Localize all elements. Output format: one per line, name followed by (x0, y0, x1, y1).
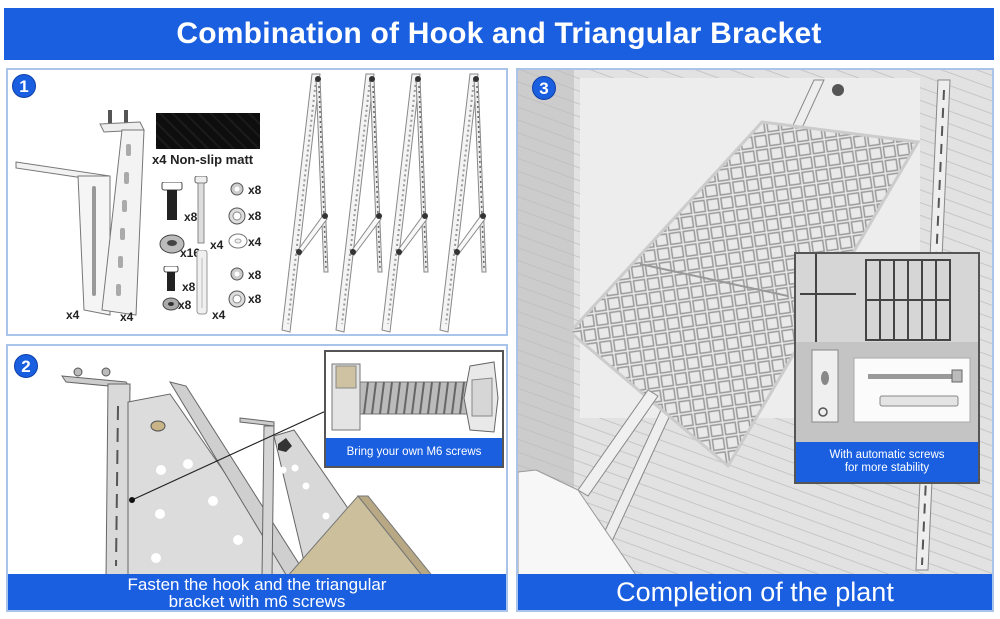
washer-5-qty: x8 (248, 292, 262, 306)
hex-bolt-icon (161, 182, 183, 220)
large-washer-icon (228, 233, 248, 249)
lock-washer-icon (230, 267, 244, 281)
step-badge-3: 3 (532, 76, 556, 100)
automatic-screws-inset: With automatic screws for more stability (794, 252, 980, 484)
automatic-screws-illustration (796, 254, 978, 444)
panel-step-1-parts: 1 x4 x4 x4 Non-slip matt x8 x16 (6, 68, 508, 336)
step-badge-1: 1 (12, 74, 36, 98)
panel-step-3-completion: 3 (516, 68, 994, 612)
long-screw-qty: x4 (210, 238, 224, 252)
washer-4-qty: x8 (248, 268, 262, 282)
washer-2-qty: x8 (248, 209, 262, 223)
small-bolt-icon (163, 266, 179, 291)
slotted-bracket-qty: x4 (120, 310, 134, 324)
automatic-screws-caption-line-2: for more stability (844, 462, 930, 474)
m6-bolt-icon (331, 361, 499, 433)
long-screw-icon (194, 176, 208, 244)
l-hook-bracket-icon (15, 161, 111, 316)
step-2-caption-line-2: bracket with m6 screws (168, 592, 346, 611)
slotted-bracket-icon (99, 110, 145, 316)
washer-1-qty: x8 (248, 183, 262, 197)
hook-bracket-assembly-illustration (61, 367, 435, 578)
washer-3-qty: x4 (248, 235, 262, 249)
step-badge-2: 2 (14, 354, 38, 378)
flat-washer-icon (228, 290, 246, 308)
automatic-screws-caption: With automatic screws for more stability (796, 442, 978, 482)
wall-plug-icon (196, 250, 208, 315)
step-2-caption-line-1: Fasten the hook and the triangular (127, 575, 387, 594)
hook-bracket-qty: x4 (66, 308, 80, 322)
automatic-screws-caption-line-1: With automatic screws (829, 449, 945, 461)
flange-nut-icon (159, 234, 185, 254)
triangular-brackets-illustration (281, 73, 487, 333)
step-3-caption: Completion of the plant (518, 574, 992, 610)
m6-screw-inset: Bring your own M6 screws (324, 350, 504, 468)
non-slip-mat-label: x4 Non-slip matt (152, 152, 254, 167)
installed-solar-panel-illustration (518, 70, 992, 578)
small-nut-icon (162, 297, 180, 311)
flange-nut-qty: x16 (180, 246, 201, 260)
wall-plug-qty: x4 (212, 308, 226, 322)
flat-washer-icon (228, 207, 246, 225)
panel-step-2-fastening: 2 (6, 344, 508, 612)
step-2-caption: Fasten the hook and the triangular brack… (8, 574, 506, 610)
m6-screw-caption: Bring your own M6 screws (326, 438, 502, 466)
non-slip-mat-image (156, 113, 260, 149)
small-nut-qty: x8 (178, 298, 192, 312)
hex-bolt-qty: x8 (184, 210, 198, 224)
lock-washer-icon (230, 182, 244, 196)
small-bolt-qty: x8 (182, 280, 196, 294)
page-title: Combination of Hook and Triangular Brack… (4, 8, 994, 60)
